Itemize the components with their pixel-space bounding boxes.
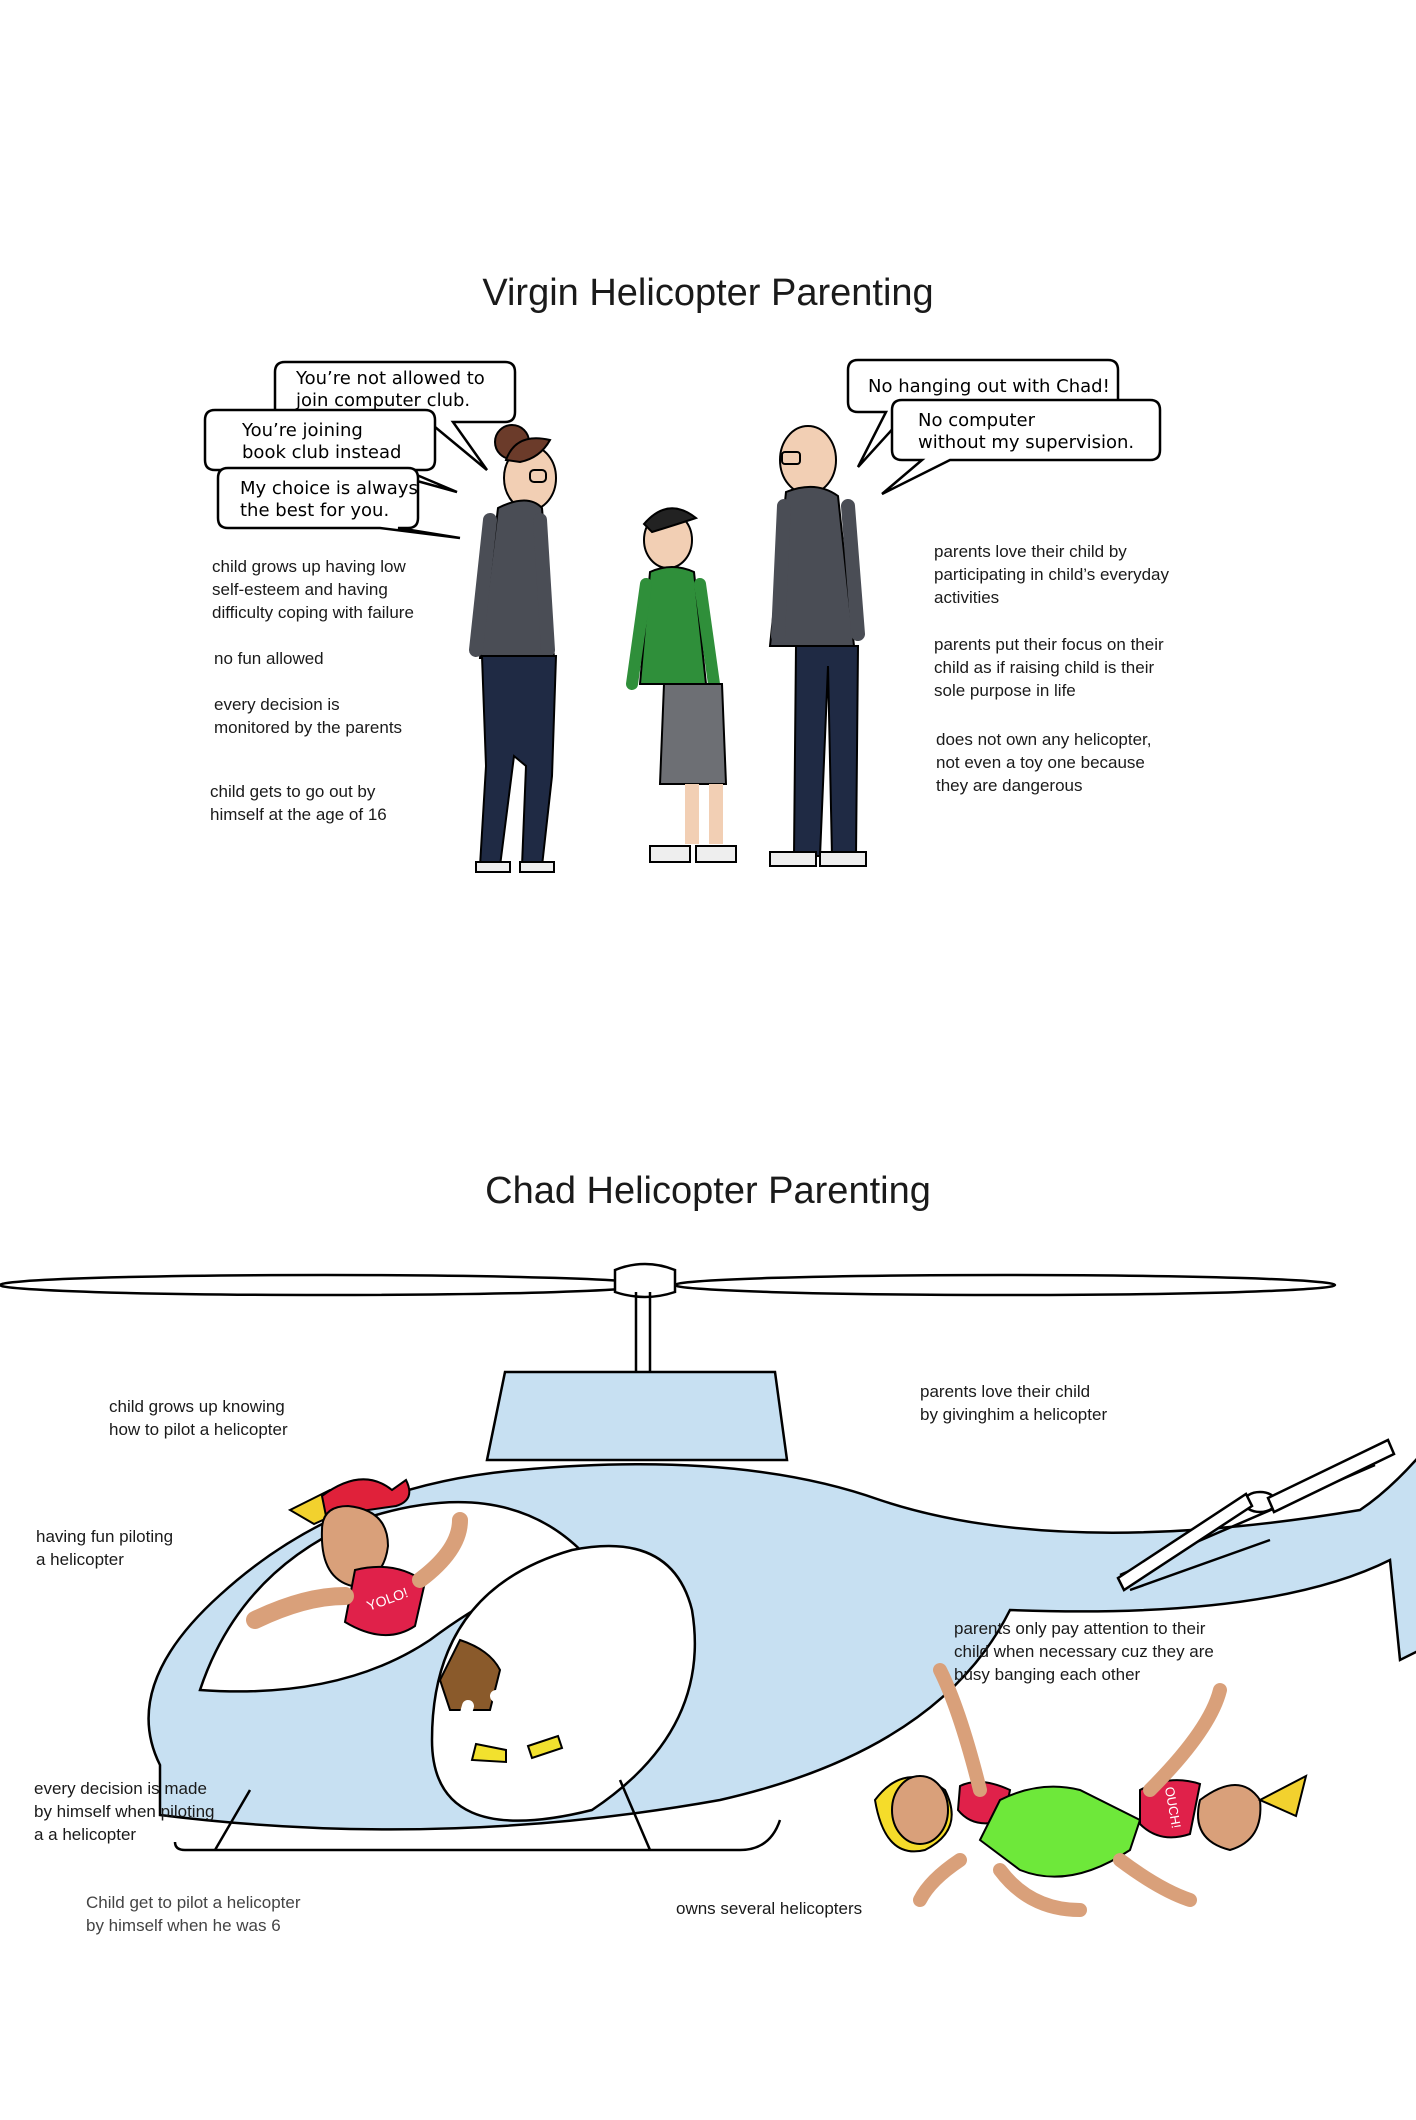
helicopter <box>0 1262 1416 1852</box>
mother-figure <box>469 424 558 873</box>
caption: child gets to go out by himself at the a… <box>210 782 387 824</box>
chad-title: Chad Helicopter Parenting <box>485 1170 931 1212</box>
caption: every decision is made by himself when p… <box>34 1779 215 1844</box>
caption: parents put their focus on their child a… <box>934 635 1164 700</box>
caption: Child get to pilot a helicopter by himse… <box>86 1893 301 1935</box>
speech-bubbles-father <box>846 358 1162 496</box>
caption: child grows up knowing how to pilot a he… <box>109 1397 288 1439</box>
pilot-kid <box>246 1478 564 1764</box>
speech-bubble-text: No computer without my supervision. <box>918 410 1135 453</box>
speech-bubble-text: My choice is always the best for you. <box>240 478 418 521</box>
caption: parents only pay attention to their chil… <box>954 1619 1214 1684</box>
caption: having fun piloting a helicopter <box>36 1527 174 1569</box>
speech-bubble-text: You’re joining book club instead <box>242 420 402 463</box>
virgin-title: Virgin Helicopter Parenting <box>482 272 934 314</box>
caption: does not own any helicopter, not even a … <box>936 730 1152 795</box>
caption: child grows up having low self-esteem an… <box>212 557 414 622</box>
speech-bubble-text: You’re not allowed to join computer club… <box>296 368 485 411</box>
father-figure <box>768 425 867 867</box>
caption: owns several helicopters <box>676 1899 863 1918</box>
caption: parents love their child by participatin… <box>934 542 1169 607</box>
caption: no fun allowed <box>214 649 324 668</box>
chad-parents <box>873 1663 1308 1917</box>
caption: parents love their child by givinghim a … <box>920 1382 1108 1424</box>
speech-bubble-text: No hanging out with Chad! <box>868 376 1110 397</box>
caption: every decision is monitored by the paren… <box>214 695 403 737</box>
child-figure <box>626 507 737 863</box>
speech-bubbles-mother <box>203 360 517 540</box>
